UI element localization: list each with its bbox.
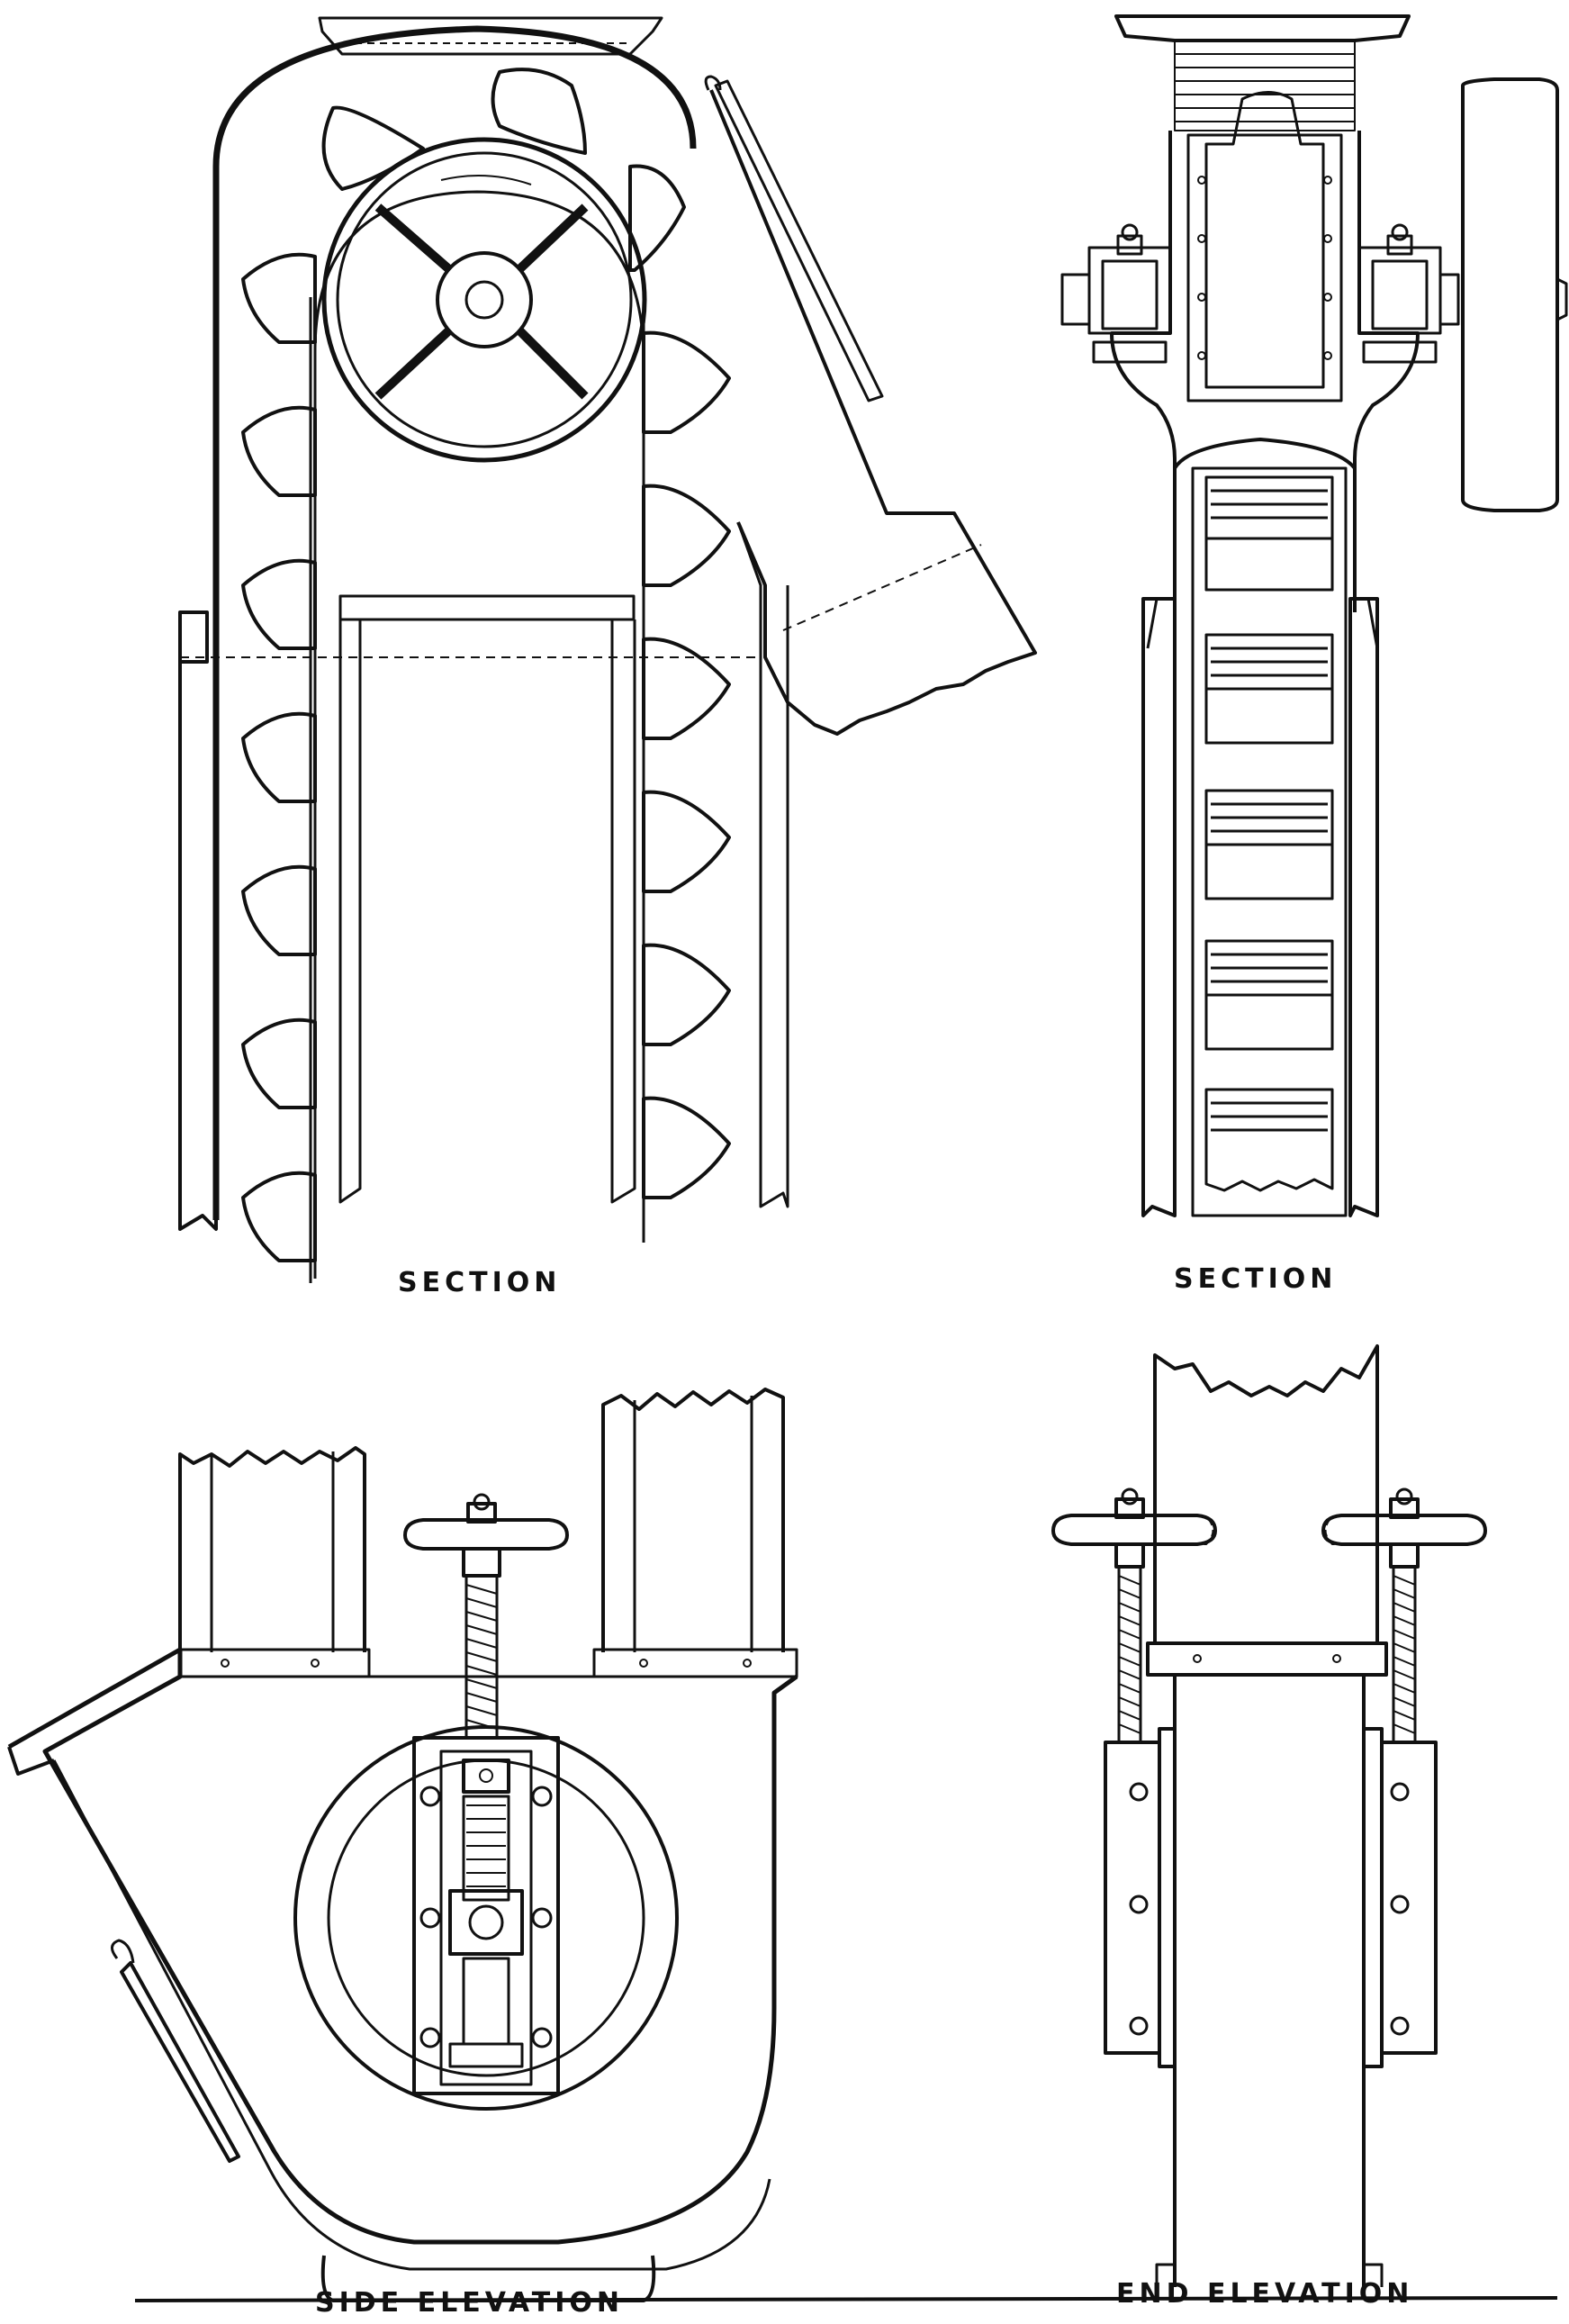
bearing-left xyxy=(1060,223,1172,364)
section-end-view xyxy=(1060,14,1568,1217)
end-hand-wheel-left xyxy=(1051,1488,1217,1744)
casing-outline xyxy=(212,25,697,1220)
end-hand-wheel-right xyxy=(1321,1488,1487,1744)
end-inner-shaft xyxy=(1186,133,1343,402)
take-up-frame xyxy=(412,1736,560,2095)
end-bolts xyxy=(1197,176,1332,360)
inner-frame xyxy=(338,594,636,1204)
bearing-right xyxy=(1357,223,1460,364)
tail-pulley xyxy=(293,1725,679,2111)
boot-casing xyxy=(7,1647,798,2245)
right-buckets xyxy=(491,68,731,1199)
left-buckets xyxy=(241,105,425,1262)
end-boot-body xyxy=(1173,1675,1366,2287)
end-buckets xyxy=(1204,475,1334,1192)
casing-inner-wall xyxy=(313,190,645,1279)
left-leg-stub xyxy=(178,1446,366,1652)
ground-line xyxy=(134,2296,1558,2302)
label-end-elevation: END ELEVATION xyxy=(1116,2278,1414,2310)
right-leg-stub xyxy=(601,1388,785,1652)
discharge-chute xyxy=(709,89,1037,736)
take-up-hand-wheel xyxy=(403,1493,569,1740)
end-top-plate xyxy=(1114,14,1411,42)
end-upper-body xyxy=(1110,131,1420,612)
label-section-side: SECTION xyxy=(398,1267,562,1298)
end-elevation xyxy=(1051,1344,1487,2287)
top-plate xyxy=(318,16,663,56)
head-pulley xyxy=(321,137,647,463)
end-drive-drum xyxy=(1461,77,1559,512)
end-leg-stub xyxy=(1153,1344,1379,1643)
section-side-view xyxy=(178,16,1037,1283)
side-elevation xyxy=(7,1388,798,2302)
access-door xyxy=(120,1961,240,2163)
end-top-ribs xyxy=(1174,40,1356,131)
end-bearing-plates xyxy=(1104,1727,1438,2068)
label-side-elevation: SIDE ELEVATION xyxy=(315,2287,625,2319)
label-section-end: SECTION xyxy=(1174,1263,1338,1295)
side-leg-left xyxy=(178,610,218,1231)
